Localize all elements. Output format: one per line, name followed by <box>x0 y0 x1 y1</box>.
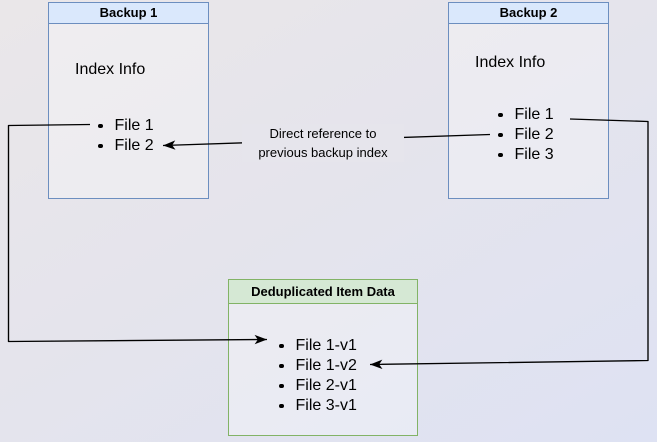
list-item: File 3 <box>498 145 554 165</box>
item-entry: File 1-v2 <box>295 357 357 374</box>
bullet-icon <box>98 123 103 129</box>
file-entry: File 2 <box>514 126 554 143</box>
bullet-icon <box>279 403 284 409</box>
backup1-title: Backup 1 <box>49 3 208 24</box>
list-item: File 1-v1 <box>279 336 357 356</box>
dedup-title: Deduplicated Item Data <box>229 280 417 304</box>
bullet-icon <box>498 152 503 158</box>
edge-label-line1: Direct reference to <box>269 126 377 141</box>
dedup-item-list: File 1-v1 File 1-v2 File 2-v1 File 3-v1 <box>279 336 357 416</box>
item-entry: File 2-v1 <box>295 377 357 394</box>
edge-label-line2: previous backup index <box>258 145 388 160</box>
edge-label: Direct reference to previous backup inde… <box>242 124 404 162</box>
backup1-file-list: File 1 File 2 <box>98 116 154 156</box>
list-item: File 2 <box>498 125 554 145</box>
list-item: File 1 <box>98 116 154 136</box>
bullet-icon <box>279 363 284 369</box>
file-entry: File 2 <box>114 137 154 154</box>
bullet-icon <box>498 112 503 118</box>
list-item: File 2 <box>98 136 154 156</box>
file-entry: File 1 <box>514 106 554 123</box>
file-entry: File 3 <box>514 146 554 163</box>
dedup-node: Deduplicated Item Data File 1-v1 File 1-… <box>228 279 418 436</box>
bullet-icon <box>279 383 284 389</box>
backup1-node: Backup 1 Index Info File 1 File 2 <box>48 2 209 199</box>
bullet-icon <box>98 143 103 149</box>
bullet-icon <box>279 343 284 349</box>
item-entry: File 1-v1 <box>295 337 357 354</box>
list-item: File 1-v2 <box>279 356 357 376</box>
file-entry: File 1 <box>114 117 154 134</box>
item-entry: File 3-v1 <box>295 397 357 414</box>
backup2-title: Backup 2 <box>449 3 608 24</box>
list-item: File 3-v1 <box>279 396 357 416</box>
backup2-node: Backup 2 Index Info File 1 File 2 File 3 <box>448 2 609 199</box>
list-item: File 2-v1 <box>279 376 357 396</box>
backup2-file-list: File 1 File 2 File 3 <box>498 105 554 165</box>
backup1-index-info-label: Index Info <box>75 61 146 78</box>
backup2-index-info-label: Index Info <box>475 54 546 71</box>
bullet-icon <box>498 132 503 138</box>
list-item: File 1 <box>498 105 554 125</box>
